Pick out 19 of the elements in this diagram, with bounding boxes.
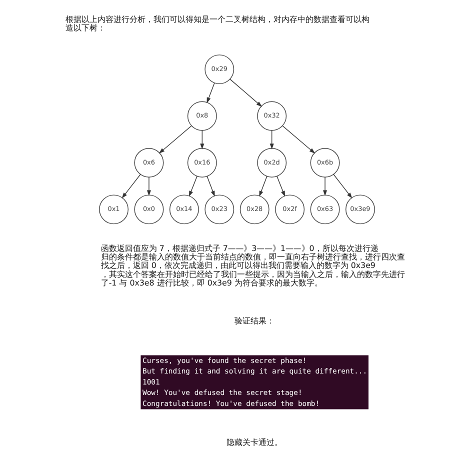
arrow bbox=[282, 126, 316, 154]
arrow bbox=[230, 78, 262, 107]
arrow bbox=[206, 176, 215, 197]
label: Curses, you've found the secret phase! bbox=[142, 356, 307, 365]
label: Wow! You've defused the secret stage! bbox=[142, 388, 302, 398]
arrow bbox=[206, 82, 215, 104]
arrow bbox=[200, 130, 204, 150]
arrow bbox=[188, 176, 198, 197]
arrow bbox=[259, 176, 268, 197]
arrow bbox=[276, 176, 286, 197]
arrow bbox=[270, 130, 274, 150]
label: 1001 bbox=[142, 377, 160, 386]
arrow bbox=[323, 176, 328, 196]
arrow bbox=[122, 174, 141, 198]
arrow bbox=[158, 126, 192, 154]
label: But finding it and solving it are quite different... bbox=[142, 366, 368, 376]
arrow bbox=[333, 174, 352, 198]
arrow bbox=[146, 176, 151, 196]
label: Congratulations! You've defused the bomb! bbox=[142, 398, 320, 408]
